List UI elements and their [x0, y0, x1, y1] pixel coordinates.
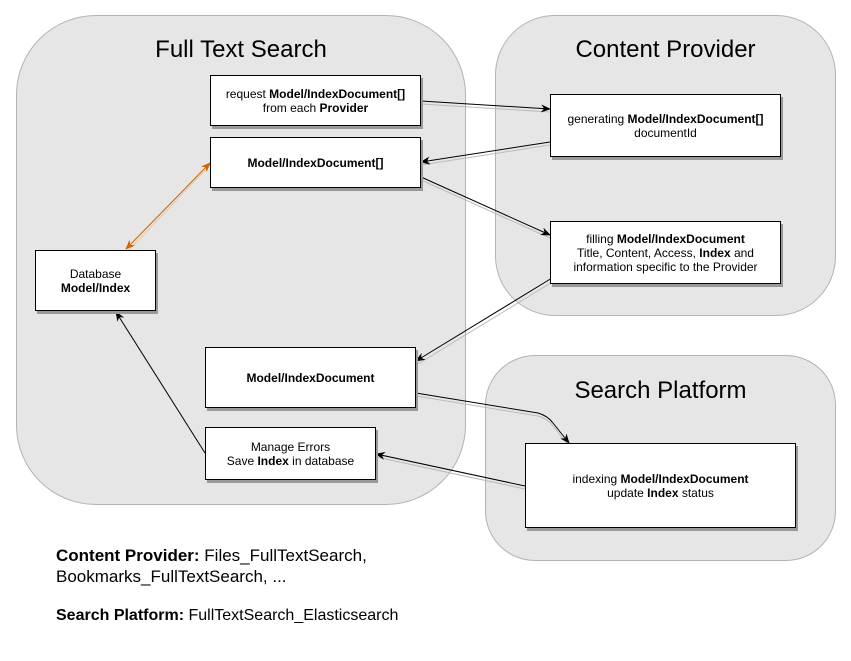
arrow-indexdoc-array-to-filling: [420, 176, 551, 239]
request-text: request: [225, 86, 270, 101]
indexing-model: Model/IndexDocument: [620, 471, 749, 486]
indexdocument-box: Model/IndexDocument: [205, 347, 416, 408]
database-box: Database Model/Index: [35, 250, 156, 311]
filling-info: information specific to the Provider: [573, 259, 758, 274]
manage-errors-box: Manage Errors Save Index in database: [205, 427, 376, 480]
filling-box: filling Model/IndexDocument Title, Conte…: [550, 221, 781, 284]
database-model: Model/Index: [60, 280, 131, 295]
indexdocument-label: Model/IndexDocument: [246, 370, 375, 385]
indexing-text: indexing: [572, 471, 621, 486]
arrow-generating-to-indexdoc-array: [420, 141, 551, 166]
manage-errors-label: Manage Errors: [250, 439, 331, 454]
indexdocument-array-label: Model/IndexDocument[]: [247, 155, 384, 170]
indexdocument-array-box: Model/IndexDocument[]: [210, 137, 421, 188]
filling-index: Index: [699, 245, 731, 260]
filling-fields: Title, Content, Access,: [577, 245, 700, 260]
filling-text: filling: [586, 231, 617, 246]
search-platform-title: Search Platform: [574, 377, 747, 404]
arrow-errors-to-database: [115, 311, 206, 454]
generating-documentid: documentId: [634, 125, 697, 140]
arrow-indexing-to-errors: [375, 451, 526, 490]
content-provider-title: Content Provider: [575, 36, 756, 63]
generating-box: generating Model/IndexDocument[] documen…: [550, 94, 781, 157]
arrow-request-to-generating: [420, 100, 551, 113]
update-index: Index: [647, 485, 679, 500]
database-label: Database: [69, 266, 122, 281]
content-provider-legend-value-1: Files_FullTextSearch,: [199, 546, 367, 565]
update-text: update: [607, 485, 648, 500]
filling-and: and: [730, 245, 754, 260]
search-platform-legend-value: FullTextSearch_Elasticsearch: [184, 607, 399, 624]
filling-model: Model/IndexDocument: [616, 231, 745, 246]
arrow-filling-to-indexdoc: [415, 277, 555, 365]
generating-text: generating: [567, 111, 628, 126]
request-provider: Provider: [319, 100, 369, 115]
arrow-indexdoc-to-indexing: [415, 392, 570, 447]
request-model: Model/IndexDocument[]: [269, 86, 406, 101]
save-in-db: in database: [288, 453, 355, 468]
content-provider-legend: Content Provider: Files_FullTextSearch, …: [56, 545, 367, 587]
content-provider-legend-label: Content Provider:: [56, 546, 200, 565]
request-indexdocument-box: request Model/IndexDocument[] from each …: [210, 75, 421, 126]
arrow-database-indexdoc-array-bidirectional: [125, 162, 211, 252]
request-from-text: from each: [262, 100, 320, 115]
indexing-box: indexing Model/IndexDocument update Inde…: [525, 443, 796, 528]
update-status: status: [678, 485, 714, 500]
save-index: Index: [257, 453, 289, 468]
save-text: Save: [226, 453, 258, 468]
generating-model: Model/IndexDocument[]: [627, 111, 764, 126]
content-provider-legend-value-2: Bookmarks_FullTextSearch, ...: [56, 567, 287, 586]
search-platform-legend-label: Search Platform:: [56, 607, 185, 624]
full-text-search-title: Full Text Search: [155, 36, 327, 63]
search-platform-legend: Search Platform: FullTextSearch_Elastics…: [56, 605, 398, 626]
